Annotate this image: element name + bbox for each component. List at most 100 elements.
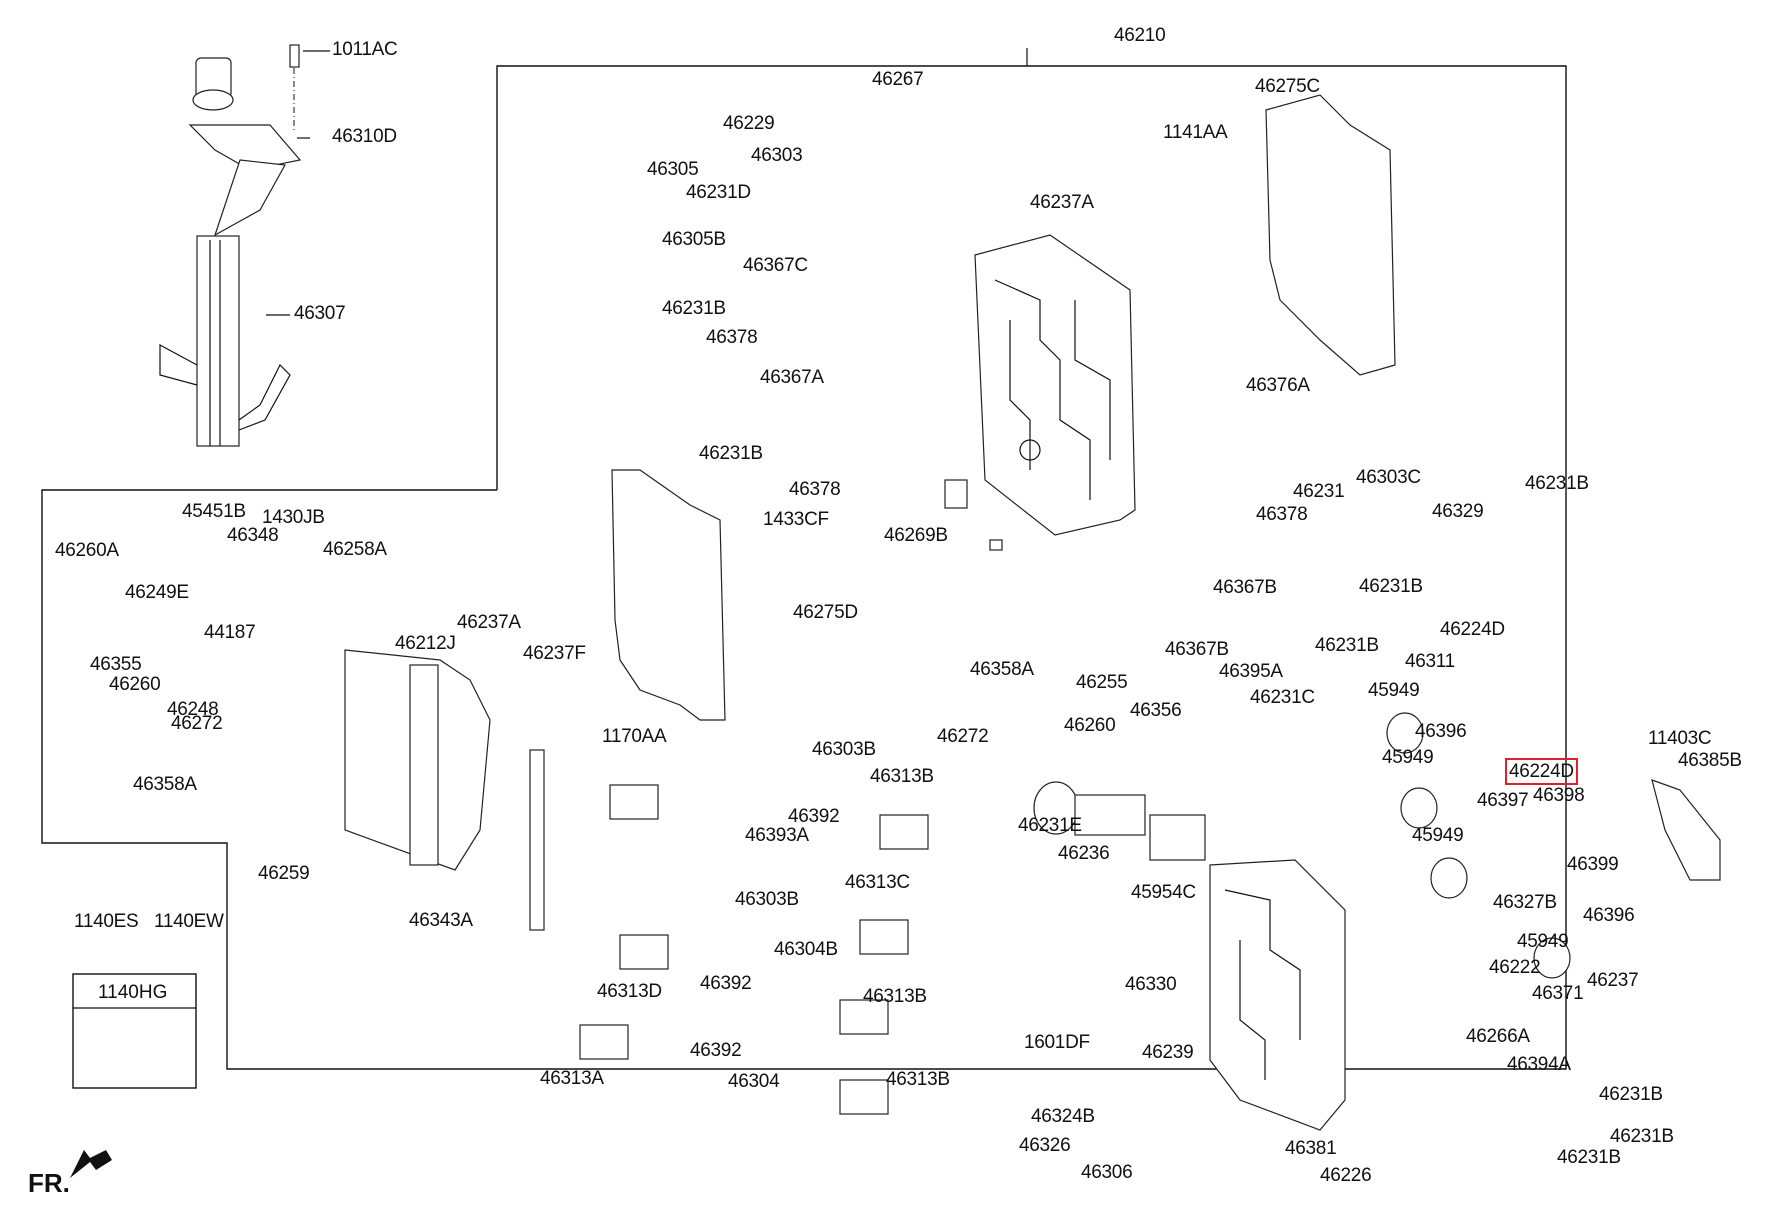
part-label-46313c[interactable]: 46313C (845, 872, 910, 893)
part-label-46231c[interactable]: 46231C (1250, 687, 1315, 708)
part-label-46222[interactable]: 46222 (1489, 957, 1541, 978)
part-label-46397[interactable]: 46397 (1477, 790, 1529, 811)
part-label-46378[interactable]: 46378 (706, 327, 758, 348)
part-label-46303[interactable]: 46303 (751, 145, 803, 166)
part-label-46385b[interactable]: 46385B (1678, 750, 1742, 771)
part-label-46310d[interactable]: 46310D (332, 126, 397, 147)
part-label-46392[interactable]: 46392 (788, 806, 840, 827)
part-label-46259[interactable]: 46259 (258, 863, 310, 884)
part-label-46327b[interactable]: 46327B (1493, 892, 1557, 913)
part-label-46378[interactable]: 46378 (1256, 504, 1308, 525)
part-label-46258a[interactable]: 46258A (323, 539, 387, 560)
part-label-46231b[interactable]: 46231B (1525, 473, 1589, 494)
part-label-46376a[interactable]: 46376A (1246, 375, 1310, 396)
part-label-46304b[interactable]: 46304B (774, 939, 838, 960)
part-label-46266a[interactable]: 46266A (1466, 1026, 1530, 1047)
part-label-11403c[interactable]: 11403C (1648, 728, 1712, 749)
part-label-46260[interactable]: 46260 (1064, 715, 1116, 736)
part-label-46355[interactable]: 46355 (90, 654, 142, 675)
part-label-46248[interactable]: 46248 (167, 699, 219, 720)
part-label-46367b[interactable]: 46367B (1213, 577, 1277, 598)
part-label-46399[interactable]: 46399 (1567, 854, 1619, 875)
part-label-46371[interactable]: 46371 (1532, 983, 1584, 1004)
part-label-46367a[interactable]: 46367A (760, 367, 824, 388)
part-label-45949[interactable]: 45949 (1517, 931, 1569, 952)
part-label-46231b[interactable]: 46231B (1359, 576, 1423, 597)
part-label-1141aa[interactable]: 1141AA (1163, 122, 1228, 143)
part-label-45954c[interactable]: 45954C (1131, 882, 1196, 903)
part-label-46260a[interactable]: 46260A (55, 540, 119, 561)
part-label-46356[interactable]: 46356 (1130, 700, 1182, 721)
part-label-46237f[interactable]: 46237F (523, 643, 586, 664)
part-label-46239[interactable]: 46239 (1142, 1042, 1194, 1063)
part-label-45949[interactable]: 45949 (1368, 680, 1420, 701)
part-label-46303b[interactable]: 46303B (735, 889, 799, 910)
part-label-46231e[interactable]: 46231E (1018, 815, 1082, 836)
part-label-46307[interactable]: 46307 (294, 303, 346, 324)
part-label-46272[interactable]: 46272 (171, 713, 223, 734)
part-label-46394a[interactable]: 46394A (1507, 1054, 1571, 1075)
part-label-46275c[interactable]: 46275C (1255, 76, 1320, 97)
part-label-46367c[interactable]: 46367C (743, 255, 808, 276)
part-label-46237[interactable]: 46237 (1587, 970, 1639, 991)
part-label-46330[interactable]: 46330 (1125, 974, 1177, 995)
part-label-45451b[interactable]: 45451B (182, 501, 246, 522)
part-label-1430jb[interactable]: 1430JB (262, 507, 325, 528)
part-label-45949[interactable]: 45949 (1382, 747, 1434, 768)
part-label-46311[interactable]: 46311 (1405, 651, 1455, 672)
part-label-46396[interactable]: 46396 (1583, 905, 1635, 926)
part-label-46226[interactable]: 46226 (1320, 1165, 1372, 1186)
part-label-46260[interactable]: 46260 (109, 674, 161, 695)
part-label-46313b[interactable]: 46313B (886, 1069, 950, 1090)
part-label-46313b[interactable]: 46313B (863, 986, 927, 1007)
part-label-46305[interactable]: 46305 (647, 159, 699, 180)
part-label-46393a[interactable]: 46393A (745, 825, 809, 846)
part-label-46324b[interactable]: 46324B (1031, 1106, 1095, 1127)
part-label-46358a[interactable]: 46358A (970, 659, 1034, 680)
part-label-46231b[interactable]: 46231B (1599, 1084, 1663, 1105)
part-label-46229[interactable]: 46229 (723, 113, 775, 134)
part-label-46343a[interactable]: 46343A (409, 910, 473, 931)
part-label-46212j[interactable]: 46212J (395, 633, 456, 654)
part-label-46249e[interactable]: 46249E (125, 582, 189, 603)
part-label-46378[interactable]: 46378 (789, 479, 841, 500)
part-label-46305b[interactable]: 46305B (662, 229, 726, 250)
part-label-46231d[interactable]: 46231D (686, 182, 751, 203)
part-label-46210[interactable]: 46210 (1114, 25, 1166, 46)
part-label-46267[interactable]: 46267 (872, 69, 924, 90)
part-label-46303b[interactable]: 46303B (812, 739, 876, 760)
part-label-46231b[interactable]: 46231B (1557, 1147, 1621, 1168)
part-label-1011ac[interactable]: 1011AC (332, 39, 398, 60)
part-label-46304[interactable]: 46304 (728, 1071, 780, 1092)
part-label-46272[interactable]: 46272 (937, 726, 989, 747)
part-label-46236[interactable]: 46236 (1058, 843, 1110, 864)
part-label-46367b[interactable]: 46367B (1165, 639, 1229, 660)
part-label-46358a[interactable]: 46358A (133, 774, 197, 795)
part-label-46231[interactable]: 46231 (1293, 481, 1345, 502)
part-label-46231b[interactable]: 46231B (662, 298, 726, 319)
part-label-1170aa[interactable]: 1170AA (602, 726, 667, 747)
part-label-46392[interactable]: 46392 (700, 973, 752, 994)
part-label-46275d[interactable]: 46275D (793, 602, 858, 623)
part-label-1433cf[interactable]: 1433CF (763, 509, 829, 530)
part-label-46348[interactable]: 46348 (227, 525, 279, 546)
part-label-46306[interactable]: 46306 (1081, 1162, 1133, 1183)
part-label-46224d[interactable]: 46224D (1440, 619, 1505, 640)
highlighted-part-label[interactable]: 46224D (1505, 758, 1578, 785)
part-label-46398[interactable]: 46398 (1533, 785, 1585, 806)
part-label-1140ew[interactable]: 1140EW (154, 911, 224, 932)
part-label-1140es[interactable]: 1140ES (74, 911, 139, 932)
part-label-46392[interactable]: 46392 (690, 1040, 742, 1061)
part-label-46237a[interactable]: 46237A (457, 612, 521, 633)
part-label-44187[interactable]: 44187 (204, 622, 256, 643)
part-label-46313d[interactable]: 46313D (597, 981, 662, 1002)
part-label-46313b[interactable]: 46313B (870, 766, 934, 787)
part-label-46313a[interactable]: 46313A (540, 1068, 604, 1089)
part-label-46269b[interactable]: 46269B (884, 525, 948, 546)
part-label-46329[interactable]: 46329 (1432, 501, 1484, 522)
part-label-1601df[interactable]: 1601DF (1024, 1032, 1090, 1053)
part-label-46255[interactable]: 46255 (1076, 672, 1128, 693)
part-label-46231b[interactable]: 46231B (1610, 1126, 1674, 1147)
part-label-46231b[interactable]: 46231B (699, 443, 763, 464)
part-label-46326[interactable]: 46326 (1019, 1135, 1071, 1156)
